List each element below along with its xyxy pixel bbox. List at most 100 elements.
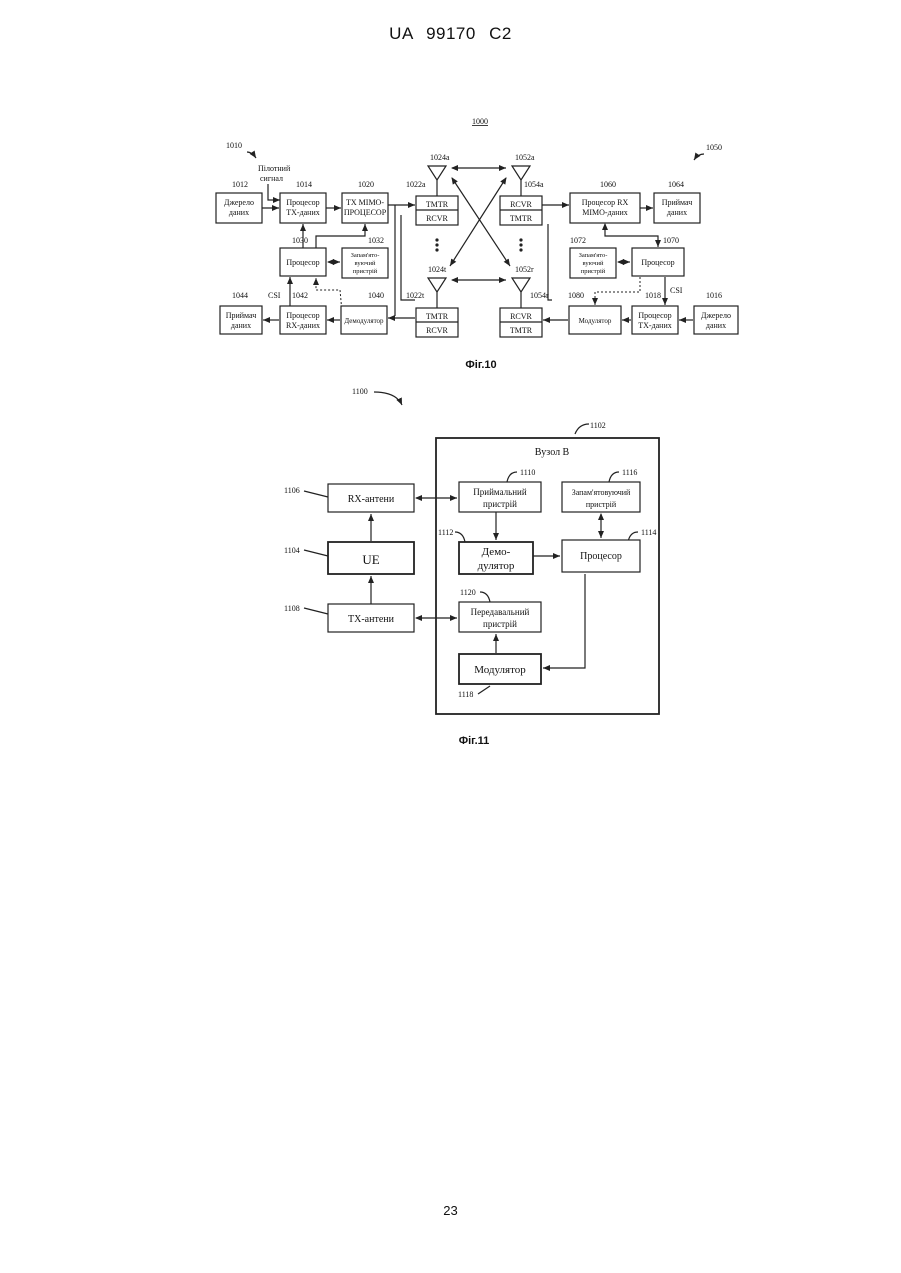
csi-left: CSI	[268, 291, 281, 300]
data-source-left-l1: Джерело	[224, 198, 254, 207]
rcvr-1022a: RCVR	[426, 214, 448, 223]
ref-1060: 1060	[600, 180, 616, 189]
transmitter-l2: пристрій	[483, 619, 517, 629]
ref-1022a: 1022a	[406, 180, 426, 189]
ref-1118: 1118	[458, 690, 473, 699]
fig10-rx-ref: 1050	[706, 143, 722, 152]
ref-1064: 1064	[668, 180, 684, 189]
data-sink-left-l2: даних	[231, 321, 251, 330]
tx-data-proc-right-l1: Процесор	[638, 311, 671, 320]
antenna-1024t	[428, 278, 446, 292]
ref-1044: 1044	[232, 291, 248, 300]
data-sink-right-l1: Приймач	[662, 198, 693, 207]
ref-1114: 1114	[641, 528, 656, 537]
transmitter-l1: Передавальний	[471, 607, 530, 617]
ref-1106: 1106	[284, 486, 300, 495]
ref-1052a: 1052a	[515, 153, 535, 162]
ref-1072: 1072	[570, 236, 586, 245]
data-source-left-l2: даних	[229, 208, 249, 217]
antenna-1052r	[512, 278, 530, 292]
ref-1120: 1120	[460, 588, 476, 597]
ref-1022t: 1022t	[406, 291, 425, 300]
figure-10: 1000 1010 1050 Пілотний сигнал 1012 1014…	[216, 117, 738, 371]
ref-1108: 1108	[284, 604, 300, 613]
processor-right-label: Процесор	[641, 258, 674, 267]
demodulator-left-label: Демодулятор	[344, 317, 384, 325]
ref-1102: 1102	[590, 421, 606, 430]
rcvr-1022t: RCVR	[426, 326, 448, 335]
demodulator-l2: дулятор	[478, 560, 515, 572]
antenna-1052a	[512, 166, 530, 180]
pilot-label-1: Пілотний	[258, 164, 291, 173]
tmtr-1022a: TMTR	[426, 200, 449, 209]
ref-1054r: 1054r	[530, 291, 549, 300]
tx-data-proc-left-l2: ТХ-даних	[286, 208, 320, 217]
ref-1040: 1040	[368, 291, 384, 300]
memory-right-l3: пристрій	[581, 268, 606, 275]
demodulator-l1: Демо-	[482, 546, 511, 558]
rx-antennas-label: RX-антени	[348, 494, 395, 505]
rx-data-proc-left-l1: Процесор	[286, 311, 319, 320]
ref-1042: 1042	[292, 291, 308, 300]
ref-1016: 1016	[706, 291, 722, 300]
figure-11: 1100 Вузол В 1102 1106 RX-антени 1104 UE…	[284, 387, 659, 747]
receiver-l1: Приймальний	[473, 487, 527, 497]
memory-right-l2: вуючий	[583, 260, 604, 267]
data-sink-right-l2: даних	[667, 208, 687, 217]
pilot-label-2: сигнал	[260, 174, 283, 183]
ref-1110: 1110	[520, 468, 535, 477]
rx-mimo-l1: Процесор RX	[582, 198, 629, 207]
data-source-right-l1: Джерело	[701, 311, 731, 320]
modulator-label: Модулятор	[474, 664, 526, 676]
ref-1054a: 1054a	[524, 180, 544, 189]
ref-1020: 1020	[358, 180, 374, 189]
ref-1052r: 1052r	[515, 265, 534, 274]
data-source-right-l2: даних	[706, 321, 726, 330]
ref-1032: 1032	[368, 236, 384, 245]
tx-data-proc-left-l1: Процесор	[286, 198, 319, 207]
csi-right: CSI	[670, 286, 683, 295]
ref-1112: 1112	[438, 528, 453, 537]
fig11-caption: Фіг.11	[459, 735, 490, 747]
rcvr-1054a: RCVR	[510, 200, 532, 209]
memory-left-l3: пристрій	[353, 268, 378, 275]
tmtr-1022t: TMTR	[426, 312, 449, 321]
memory-right-l1: Запам'ято-	[579, 252, 608, 259]
ref-1030: 1030	[292, 236, 308, 245]
fig10-tx-ref: 1010	[226, 141, 242, 150]
ref-1116: 1116	[622, 468, 637, 477]
ref-1024t: 1024t	[428, 265, 447, 274]
ue-label: UE	[362, 552, 379, 567]
memory-left-l1: Запам'ято-	[351, 252, 380, 259]
node-b-title: Вузол В	[535, 447, 570, 458]
tx-mimo-l2: ПРОЦЕСОР	[344, 208, 387, 217]
fig10-system-ref: 1000	[472, 117, 488, 126]
page-number: 23	[0, 1203, 901, 1218]
processor-left-label: Процесор	[286, 258, 319, 267]
tx-data-proc-right-l2: ТХ-даних	[638, 321, 672, 330]
rx-mimo-l2: МІМО-даних	[582, 208, 628, 217]
ref-1104: 1104	[284, 546, 300, 555]
tmtr-1054r: TMTR	[510, 326, 533, 335]
tx-antennas-label: ТХ-антени	[348, 614, 395, 625]
memory-l1: Запам'ятовуючий	[572, 488, 631, 497]
processor-label: Процесор	[580, 551, 622, 562]
tx-mimo-l1: ТХ МІМО-	[346, 198, 384, 207]
memory-left-l2: вуючий	[355, 260, 376, 267]
ref-1012: 1012	[232, 180, 248, 189]
ref-1018: 1018	[645, 291, 661, 300]
memory-l2: пристрій	[586, 500, 617, 509]
ref-1070: 1070	[663, 236, 679, 245]
ref-1014: 1014	[296, 180, 312, 189]
ref-1080: 1080	[568, 291, 584, 300]
tmtr-1054a: TMTR	[510, 214, 533, 223]
rcvr-1054r: RCVR	[510, 312, 532, 321]
data-sink-left-l1: Приймач	[226, 311, 257, 320]
rx-data-proc-left-l2: RX-даних	[286, 321, 320, 330]
fig11-system-ref: 1100	[352, 387, 368, 396]
antenna-1024a	[428, 166, 446, 180]
receiver-l2: пристрій	[483, 499, 517, 509]
modulator-right-label: Модулятор	[579, 317, 612, 325]
